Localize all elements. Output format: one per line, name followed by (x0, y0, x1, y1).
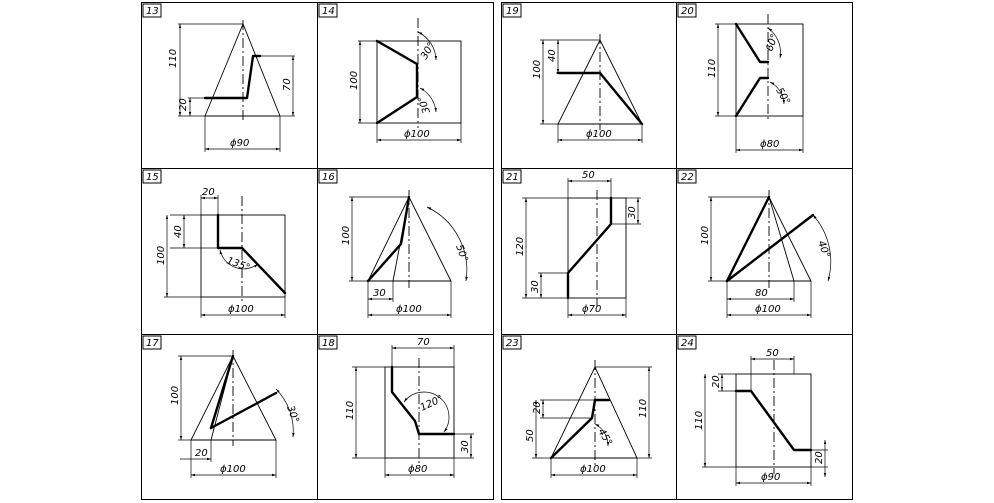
cell-24: 24 50 20 110 20 ϕ90 (677, 335, 828, 486)
dim-diameter: ϕ100 (228, 304, 254, 315)
cell-14: 14 100 30° 30° ϕ100 (318, 3, 462, 143)
cell-20: 20 110 60° 50° ϕ80 (677, 3, 804, 153)
dim-100: 100 (170, 386, 181, 405)
cell-17: 17 100 30° 20 ϕ100 (142, 335, 301, 478)
angle-120: 120° (419, 394, 445, 414)
cell-number: 17 (146, 338, 159, 349)
cell-number: 22 (681, 172, 694, 183)
cell-16: 16 100 50° 30 ϕ100 (318, 169, 470, 318)
dim-diameter: ϕ100 (404, 129, 430, 140)
dim-diameter: ϕ100 (755, 304, 781, 315)
dim-20: 20 (202, 187, 215, 198)
dim-20-bottom: 20 (814, 451, 825, 464)
dim-diameter: ϕ100 (396, 304, 422, 315)
dim-20: 20 (532, 401, 543, 414)
cell-19: 19 100 40 ϕ100 (502, 3, 644, 143)
cell-22: 22 100 40° 80 ϕ100 (677, 169, 832, 318)
cell-number: 21 (506, 172, 519, 183)
dim-30-bottom: 30 (530, 280, 541, 293)
cell-number: 24 (681, 338, 694, 349)
cell-number: 16 (322, 172, 335, 183)
cell-number: 15 (146, 172, 159, 183)
cell-number: 23 (506, 338, 519, 349)
cell-21: 21 50 30 120 30 ϕ70 (502, 169, 641, 318)
dim-50: 50 (525, 429, 536, 442)
dim-30: 30 (460, 440, 471, 453)
dim-100: 100 (349, 71, 360, 90)
dim-100: 100 (532, 60, 543, 79)
cell-23: 23 20 50 110 45° ϕ100 (502, 335, 652, 478)
dim-110: 110 (638, 399, 649, 418)
dim-50: 50 (766, 348, 779, 359)
sheet-right: 19 100 40 ϕ100 20 110 (501, 2, 853, 500)
dim-diameter: ϕ100 (220, 464, 246, 475)
angle-135: 135° (225, 255, 251, 274)
angle-30: 30° (284, 404, 300, 424)
dim-110: 110 (168, 49, 179, 68)
dim-100: 100 (156, 246, 167, 265)
dim-120: 120 (515, 237, 526, 256)
dim-diameter: ϕ100 (580, 464, 606, 475)
dim-110: 110 (694, 411, 705, 430)
dim-20: 20 (178, 98, 189, 111)
dim-diameter: ϕ90 (761, 472, 780, 483)
cell-number: 14 (322, 6, 335, 17)
dim-50: 50 (582, 170, 595, 181)
sheet-left: 13 110 20 70 ϕ90 14 (141, 2, 494, 500)
dim-100: 100 (700, 226, 711, 245)
cell-number: 19 (506, 6, 519, 17)
dim-30-top: 30 (627, 206, 638, 219)
dim-80: 80 (755, 288, 768, 299)
angle-50: 50° (773, 86, 791, 107)
dim-diameter: ϕ70 (582, 304, 601, 315)
dim-diameter: ϕ80 (408, 464, 427, 475)
dim-40: 40 (173, 225, 184, 238)
dim-diameter: ϕ80 (760, 139, 779, 150)
dim-40: 40 (547, 49, 558, 62)
dim-diameter: ϕ100 (586, 129, 612, 140)
angle-60: 60° (764, 33, 780, 53)
cell-number: 20 (681, 6, 694, 17)
cell-13: 13 110 20 70 ϕ90 (142, 3, 295, 152)
angle-50: 50° (453, 243, 469, 263)
cell-number: 13 (146, 6, 159, 17)
angle-40: 40° (815, 239, 831, 259)
angle-45: 45° (595, 427, 613, 448)
dim-20-top: 20 (711, 375, 722, 388)
dim-30: 30 (373, 288, 386, 299)
cell-number: 18 (322, 338, 335, 349)
dim-diameter: ϕ90 (230, 138, 249, 149)
dim-20: 20 (195, 448, 208, 459)
cell-15: 15 20 40 100 135° ϕ100 (142, 169, 287, 318)
dim-70: 70 (417, 337, 430, 348)
dim-110: 110 (345, 401, 356, 420)
dim-70: 70 (282, 78, 293, 91)
dim-110: 110 (707, 59, 718, 78)
cell-18: 18 70 110 120° 30 ϕ80 (318, 335, 474, 478)
dim-100: 100 (341, 226, 352, 245)
